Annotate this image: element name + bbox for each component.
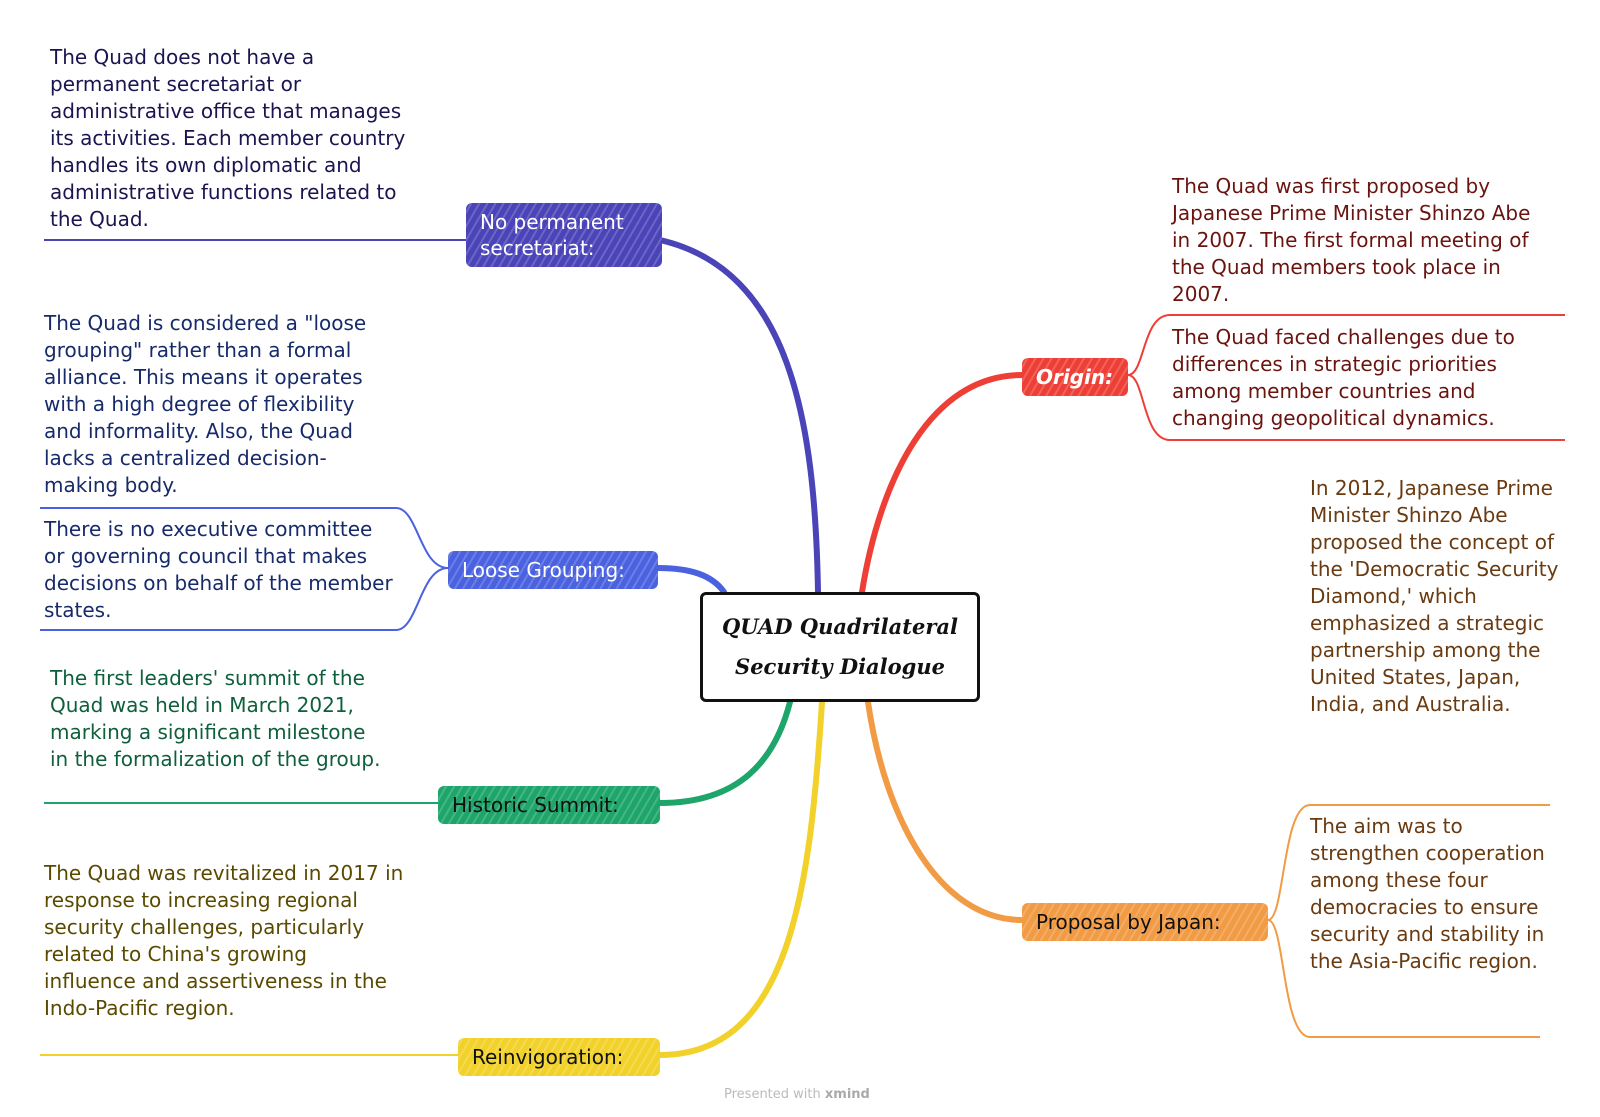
central-title: QUAD Quadrilateral Security Dialogue [722,614,958,679]
leader-loose [40,507,449,631]
connector-secretariat [657,237,821,595]
topic-summit[interactable]: Historic Summit: [438,786,660,824]
note-loose-1: The Quad is considered a "loose grouping… [44,311,367,497]
note-reinvigoration: The Quad was revitalized in 2017 in resp… [44,861,404,1020]
leader-origin [1127,314,1565,441]
topic-loose[interactable]: Loose Grouping: [448,551,658,589]
note-origin-2: The Quad faced challenges due to differe… [1172,325,1515,430]
connector-proposal [865,699,1025,923]
topic-proposal[interactable]: Proposal by Japan: [1022,903,1268,941]
topic-reinvigoration[interactable]: Reinvigoration: [458,1038,660,1076]
footer-watermark: Presented with xmind [724,1087,870,1102]
connector-origin [859,372,1025,595]
connector-loose [655,565,727,595]
central-topic[interactable]: QUAD Quadrilateral Security Dialogue [700,592,980,702]
leader-proposal [1267,804,1550,1038]
note-loose-2: There is no executive committee or gover… [44,517,393,622]
note-proposal-2: The aim was to strengthen cooperation am… [1310,814,1545,973]
note-proposal-1: In 2012, Japanese Prime Minister Shinzo … [1310,476,1559,716]
connector-reinvigoration [657,699,825,1058]
footer-brand: xmind [824,1087,870,1102]
topic-secretariat[interactable]: No permanent secretariat: [466,203,662,267]
note-origin-1: The Quad was first proposed by Japanese … [1172,174,1531,306]
connector-summit [657,699,793,806]
note-summit: The first leaders' summit of the Quad wa… [50,666,381,771]
footer-prefix: Presented with [724,1087,821,1102]
note-secretariat: The Quad does not have a permanent secre… [50,45,406,231]
topic-origin[interactable]: Origin: [1022,358,1128,396]
